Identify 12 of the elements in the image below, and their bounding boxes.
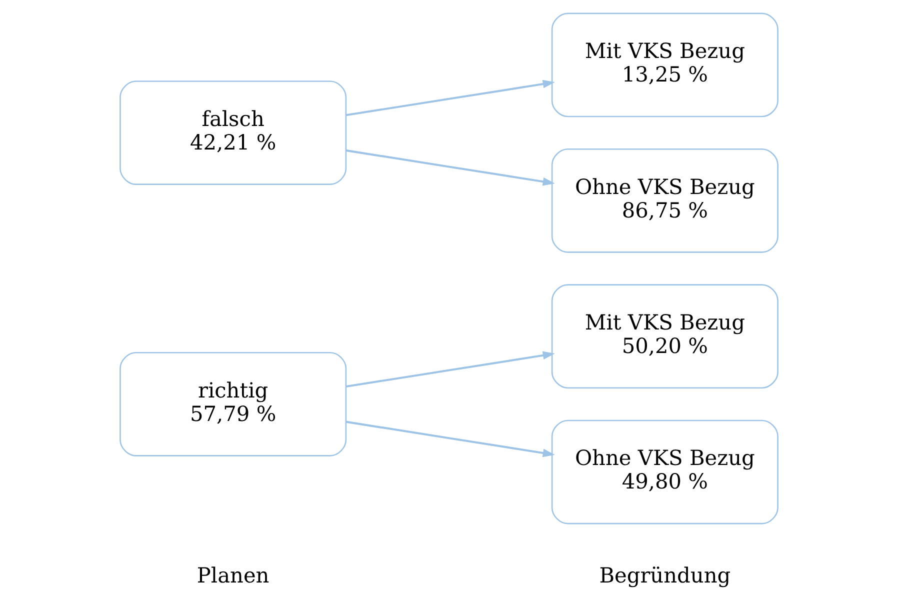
node-box: falsch 42,21 % <box>119 80 346 185</box>
node-box: Mit VKS Bezug 50,20 % <box>550 284 778 389</box>
arrow <box>345 351 554 388</box>
label: Planen <box>196 564 269 588</box>
node-box: Mit VKS Bezug 13,25 % <box>550 12 778 118</box>
node-box: richtig 57,79 % <box>119 352 346 456</box>
arrow <box>345 80 554 116</box>
arrow <box>345 149 554 186</box>
node-box: Ohne VKS Bezug 49,80 % <box>550 420 778 524</box>
node-box: Ohne VKS Bezug 86,75 % <box>550 148 778 253</box>
label: Begründung <box>598 564 730 588</box>
arrow <box>345 420 554 458</box>
